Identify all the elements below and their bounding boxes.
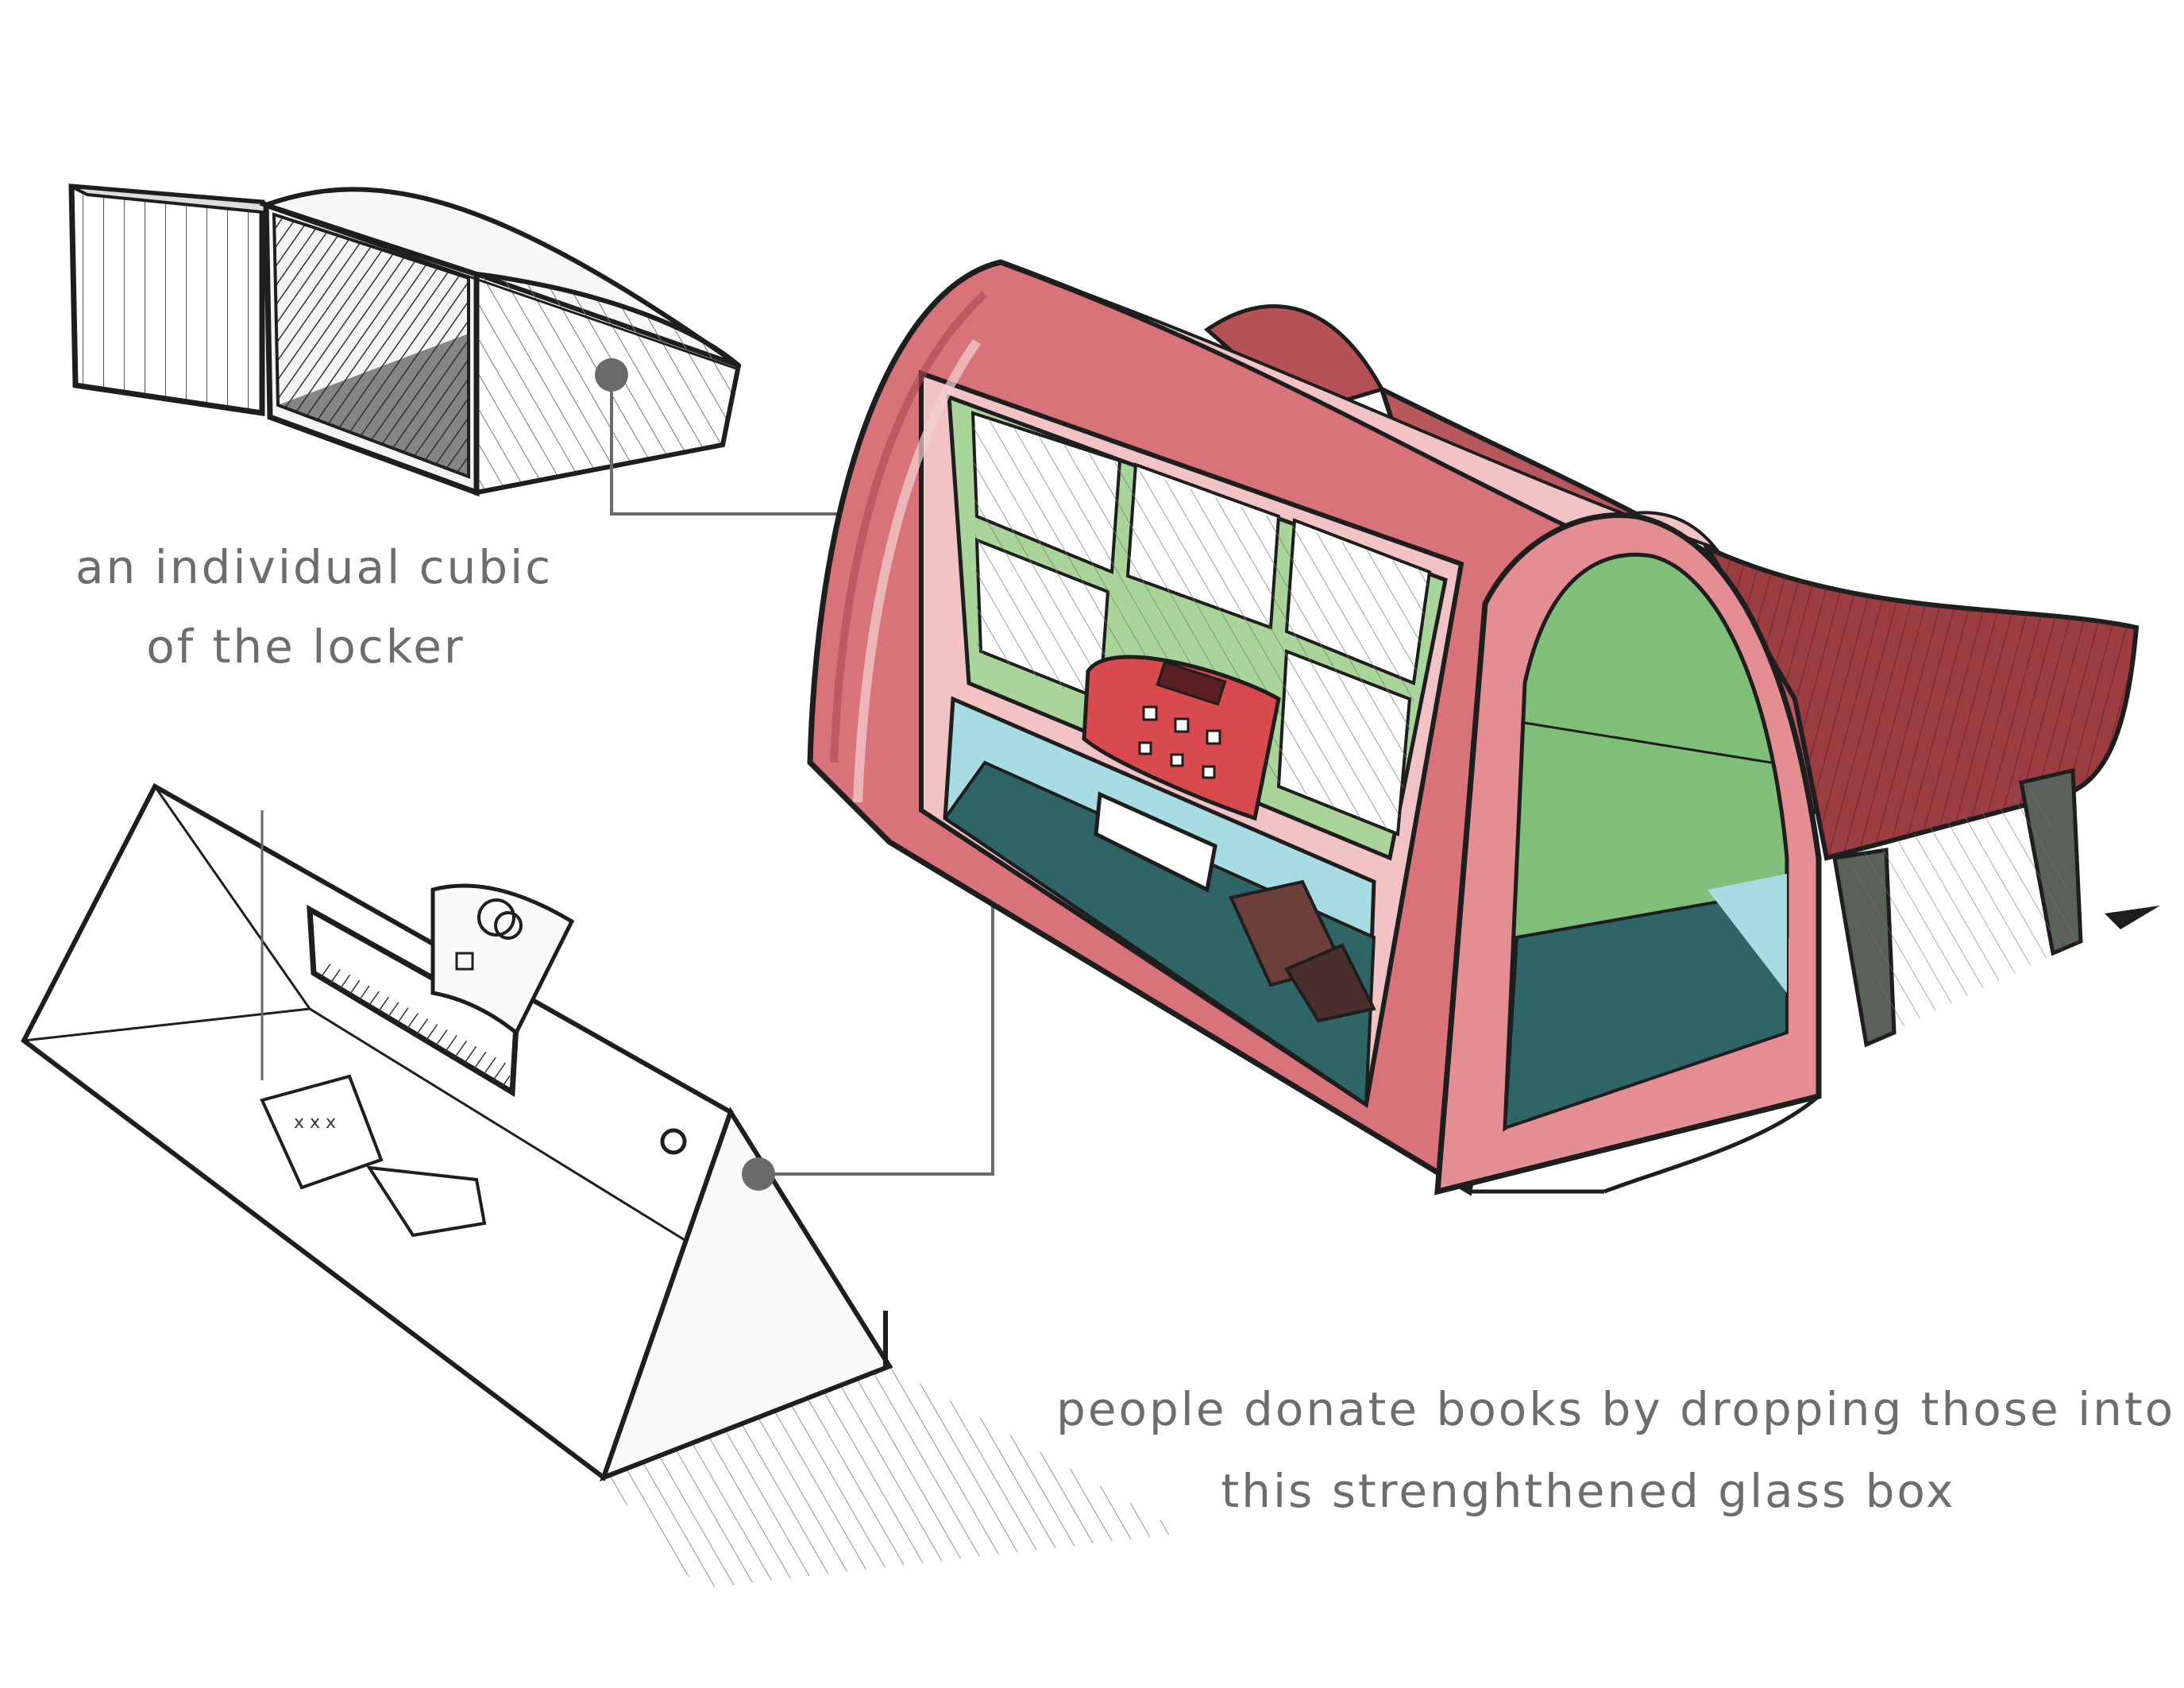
annotation-glass-box: people donate books by dropping those in…: [1056, 1386, 2120, 1550]
svg-text:x x x: x x x: [294, 1113, 336, 1133]
annotation-glass-box-line-2: this strenghthened glass box: [1056, 1468, 2120, 1514]
annotation-locker-line-2: of the locker: [75, 624, 536, 670]
annotation-locker-cubic: an individual cubic of the locker: [75, 544, 536, 703]
annotation-locker-line-1: an individual cubic: [75, 544, 536, 590]
annotation-glass-box-line-1: people donate books by dropping those in…: [1056, 1386, 2120, 1432]
locker-cubic-sketch: [71, 187, 739, 492]
library-locker-render: [810, 262, 2160, 1192]
